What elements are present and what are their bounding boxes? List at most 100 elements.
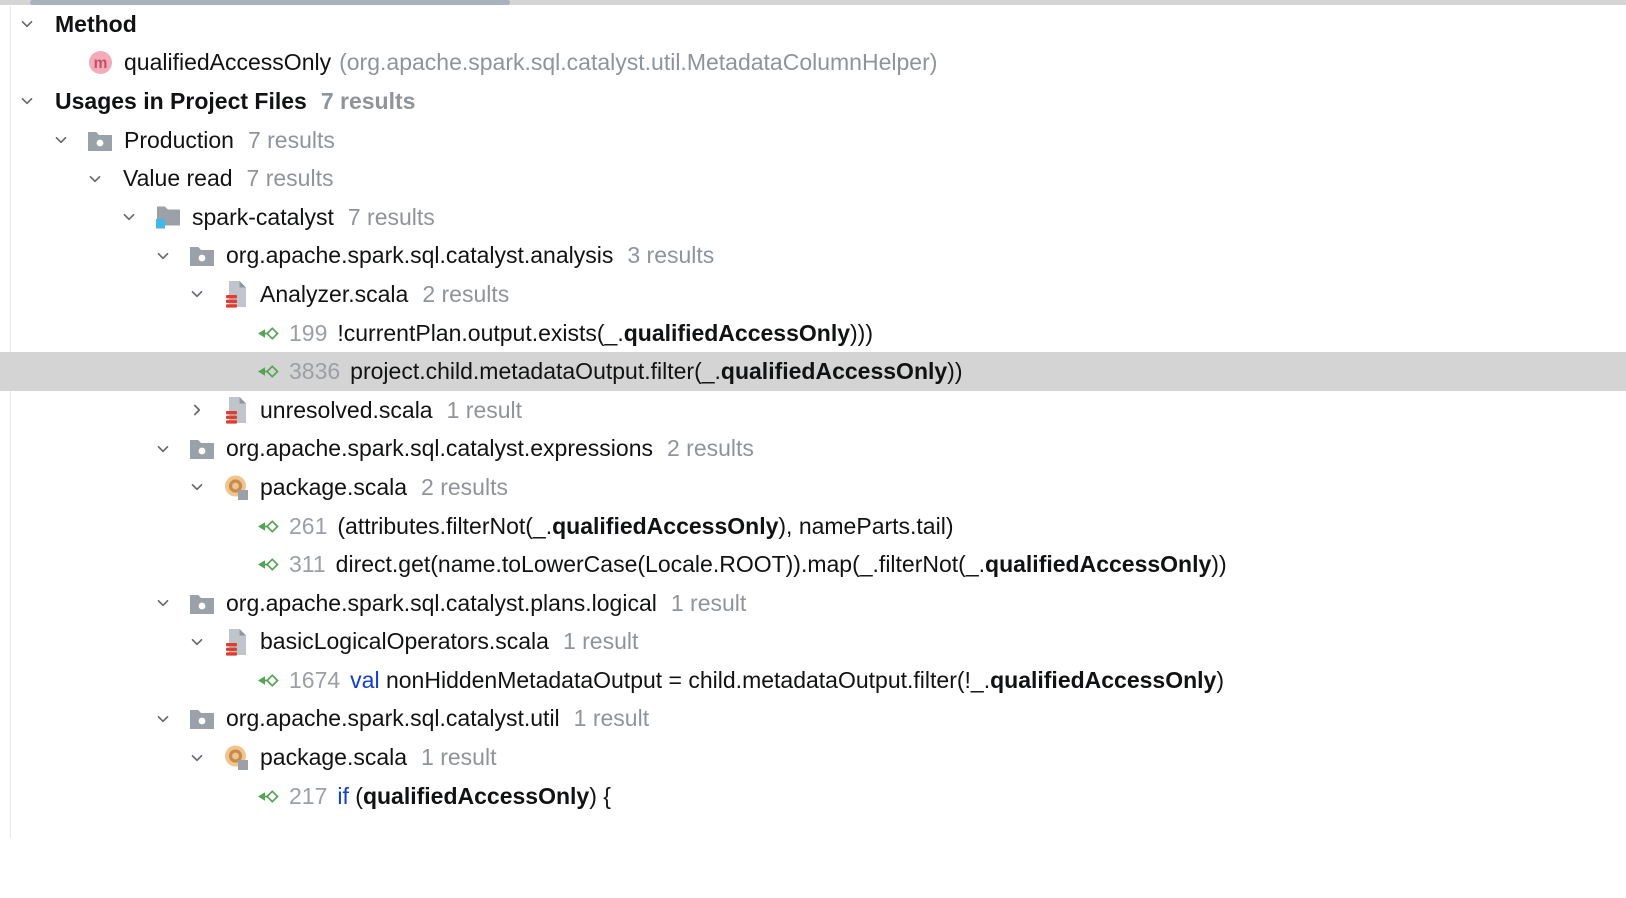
code-text: ( [348, 782, 363, 809]
search-term-highlight: qualifiedAccessOnly [552, 512, 779, 539]
node-label: Analyzer.scala [260, 280, 409, 307]
package-object-icon [222, 473, 250, 501]
usage-row[interactable]: 1674 val nonHiddenMetadataOutput = child.… [0, 661, 1626, 700]
code-text: ) [1216, 666, 1225, 693]
code-text: )) [947, 358, 963, 385]
code-text: )) [1211, 551, 1227, 578]
usage-row[interactable]: 199 !currentPlan.output.exists(_.qualifie… [0, 314, 1626, 353]
results-count: 1 result [562, 628, 639, 655]
results-count: 2 results [422, 280, 510, 307]
tree-row[interactable]: Production 7 results [0, 121, 1626, 160]
tree-row[interactable]: org.apache.spark.sql.catalyst.expression… [0, 430, 1626, 469]
usage-row[interactable]: 261(attributes.filterNot(_.qualifiedAcce… [0, 507, 1626, 546]
usage-row[interactable]: 217 if (qualifiedAccessOnly) { [0, 777, 1626, 816]
tree-row[interactable]: spark-catalyst 7 results [0, 198, 1626, 237]
usage-arrow-icon [256, 782, 279, 810]
chevron-down-icon[interactable] [18, 15, 52, 33]
results-count: 1 result [670, 589, 747, 616]
results-count: 7 results [347, 203, 435, 230]
qualifier-text: (org.apache.spark.sql.catalyst.util.Meta… [339, 49, 938, 76]
results-count: 1 result [421, 744, 497, 771]
chevron-down-icon[interactable] [154, 710, 188, 728]
node-label: org.apache.spark.sql.catalyst.plans.logi… [226, 589, 657, 616]
tree-row[interactable]: Value read 7 results [0, 159, 1626, 198]
line-number: 217 [289, 782, 328, 809]
package-icon [188, 705, 216, 733]
node-label: org.apache.spark.sql.catalyst.util [226, 705, 560, 732]
code-text: !currentPlan.output.exists(_. [337, 319, 624, 346]
search-term-highlight: qualifiedAccessOnly [623, 319, 850, 346]
tree-row[interactable]: Analyzer.scala 2 results [0, 275, 1626, 314]
node-label: spark-catalyst [192, 203, 334, 230]
chevron-down-icon[interactable] [188, 478, 222, 496]
package-icon [188, 242, 216, 270]
search-term-highlight: qualifiedAccessOnly [985, 551, 1212, 578]
chevron-down-icon[interactable] [188, 633, 222, 651]
package-icon [188, 589, 216, 617]
svg-text:m: m [93, 55, 107, 72]
code-text: nonHiddenMetadataOutput = child.metadata… [379, 666, 991, 693]
horizontal-scrollbar[interactable] [0, 0, 1626, 5]
tree-row[interactable]: unresolved.scala 1 result [0, 391, 1626, 430]
search-term-highlight: qualifiedAccessOnly [362, 782, 590, 809]
search-term-highlight: qualifiedAccessOnly [990, 666, 1217, 693]
results-count: 2 results [667, 435, 754, 462]
results-count: 1 result [573, 705, 650, 732]
tree-row[interactable]: Method [0, 5, 1626, 44]
tree-row[interactable]: package.scala 2 results [0, 468, 1626, 507]
usage-arrow-icon [256, 319, 279, 347]
tree-row[interactable]: org.apache.spark.sql.catalyst.plans.logi… [0, 584, 1626, 623]
usage-arrow-icon [256, 551, 279, 579]
code-text: ) { [589, 782, 611, 809]
code-keyword: if [337, 782, 349, 809]
line-number: 1674 [289, 666, 341, 693]
node-label: unresolved.scala [260, 396, 433, 423]
chevron-down-icon[interactable] [154, 440, 188, 458]
chevron-down-icon[interactable] [120, 208, 154, 226]
folder-icon [86, 126, 114, 154]
chevron-down-icon[interactable] [188, 285, 222, 303]
node-label: Value read [123, 165, 233, 192]
usage-code: project.child.metadataOutput.filter(_.qu… [350, 358, 962, 385]
node-label: basicLogicalOperators.scala [260, 628, 549, 655]
tree-row[interactable]: basicLogicalOperators.scala 1 result [0, 623, 1626, 662]
chevron-down-icon[interactable] [188, 749, 222, 767]
scala-file-icon [222, 628, 250, 656]
code-keyword: val [350, 666, 380, 693]
method-icon: m [86, 49, 114, 77]
chevron-down-icon[interactable] [52, 131, 86, 149]
chevron-down-icon[interactable] [154, 247, 188, 265]
node-label: package.scala [260, 473, 408, 500]
code-text: ))) [850, 319, 873, 346]
usage-code: (attributes.filterNot(_.qualifiedAccessO… [337, 513, 953, 540]
code-text: direct.get(name.toLowerCase(Locale.ROOT)… [335, 551, 986, 578]
results-count: 2 results [421, 473, 508, 500]
indent-guide-line [10, 6, 11, 838]
horizontal-scrollbar-thumb[interactable] [30, 0, 510, 5]
results-count: 7 results [246, 165, 334, 192]
tree-row[interactable]: m qualifiedAccessOnly (org.apache.spark.sq… [0, 44, 1626, 83]
chevron-down-icon[interactable] [18, 92, 52, 110]
usage-arrow-icon [256, 666, 279, 694]
search-term-highlight: qualifiedAccessOnly [720, 358, 948, 385]
line-number: 199 [289, 319, 328, 346]
scala-file-icon [222, 396, 250, 424]
results-count: 7 results [247, 126, 335, 153]
code-text: ), nameParts.tail) [778, 512, 954, 539]
chevron-down-icon[interactable] [86, 170, 120, 188]
chevron-down-icon[interactable] [154, 594, 188, 612]
node-label: Production [124, 126, 234, 153]
node-label: package.scala [260, 744, 408, 771]
node-label: qualifiedAccessOnly [124, 49, 332, 76]
results-count: 1 result [446, 396, 523, 423]
node-label: org.apache.spark.sql.catalyst.analysis [226, 242, 614, 269]
chevron-right-icon[interactable] [188, 401, 222, 419]
tree-row[interactable]: org.apache.spark.sql.catalyst.util 1 resu… [0, 700, 1626, 739]
tree-row[interactable]: package.scala 1 result [0, 738, 1626, 777]
